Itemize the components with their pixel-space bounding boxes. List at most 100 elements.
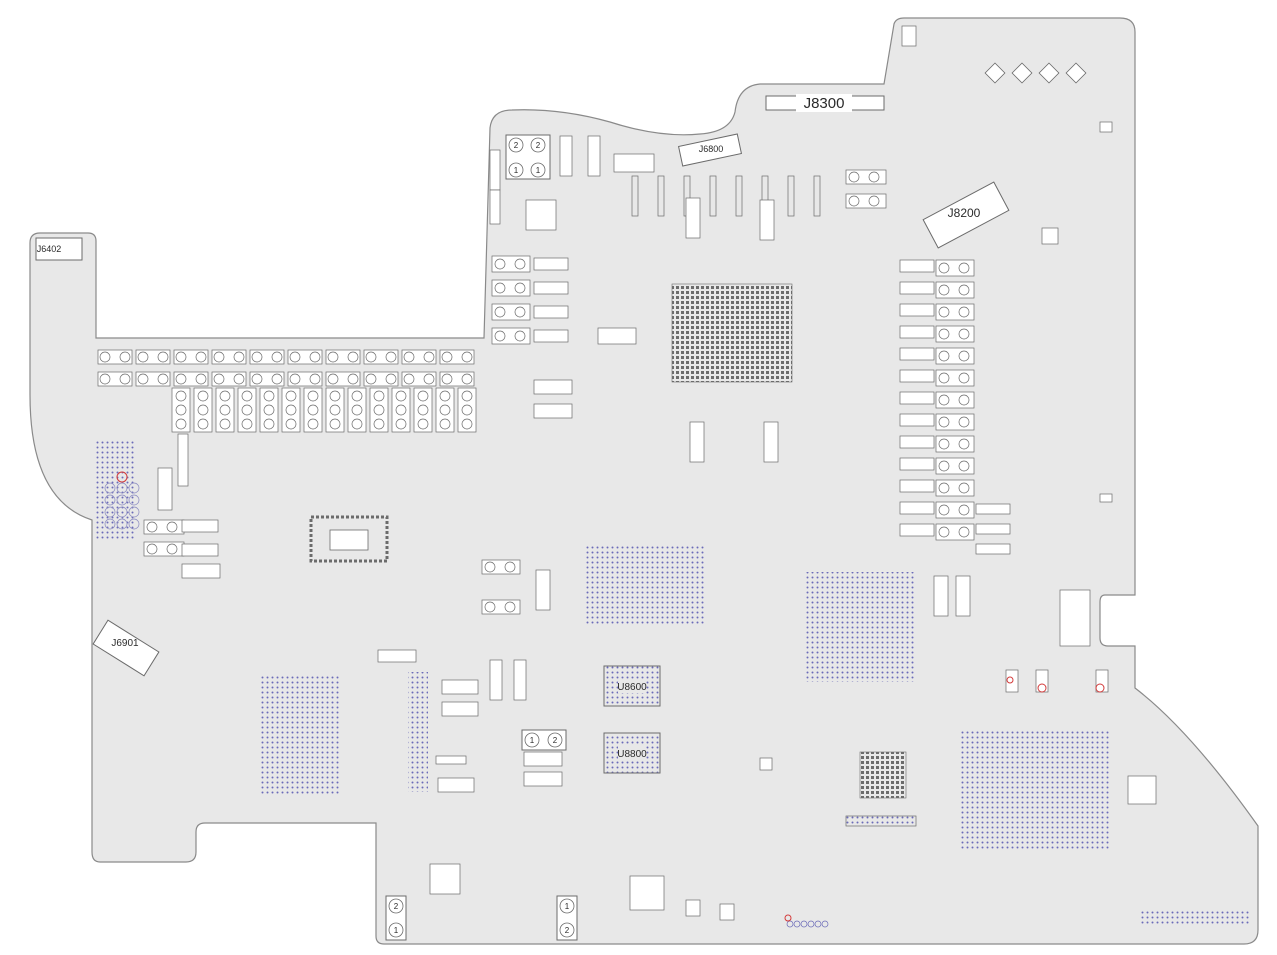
footprint-pad (938, 482, 950, 494)
footprint-pad (848, 195, 860, 207)
footprint-pad (938, 460, 950, 472)
footprint-pad (439, 404, 451, 416)
footprint-pad (385, 351, 397, 363)
footprint-pad (119, 351, 131, 363)
footprint-pad (938, 438, 950, 450)
connector-j8200-label: J8200 (948, 206, 981, 220)
footprint-pad (241, 418, 253, 430)
footprint-pad (251, 351, 263, 363)
footprint (759, 199, 775, 241)
footprint-pad (958, 394, 970, 406)
pin-connector-top (505, 134, 551, 180)
footprint-pad (175, 373, 187, 385)
footprint-pad (395, 418, 407, 430)
footprint-pad (104, 518, 116, 530)
footprint-pad (263, 390, 275, 402)
footprint (787, 175, 795, 217)
footprint-pad (395, 404, 407, 416)
footprint-pad (514, 306, 526, 318)
chip-u8800-label: U8800 (617, 749, 647, 760)
footprint-pad (146, 543, 158, 555)
footprint-pad (504, 561, 516, 573)
footprint (249, 371, 285, 387)
footprint (1099, 121, 1113, 133)
footprint-pad (137, 373, 149, 385)
footprint (899, 325, 935, 339)
pin-connector-bottom-mid (556, 895, 578, 941)
footprint-pad (104, 482, 116, 494)
footprint-pad (233, 373, 245, 385)
footprint (260, 676, 340, 796)
footprint-pad (241, 390, 253, 402)
footprint (215, 387, 235, 433)
footprint (935, 347, 975, 365)
footprint-pad (786, 920, 794, 928)
footprint-pad (175, 418, 187, 430)
footprint (1041, 227, 1059, 245)
footprint (249, 349, 285, 365)
chip-u8600-label-bg (618, 679, 646, 693)
footprint (899, 369, 935, 383)
footprint-pad (417, 390, 429, 402)
footprint-pad (251, 373, 263, 385)
footprint-pad (307, 418, 319, 430)
footprint (806, 572, 916, 682)
footprint-pad (351, 404, 363, 416)
footprint (489, 189, 501, 225)
footprint (135, 349, 171, 365)
footprint-pad (958, 350, 970, 362)
footprint (935, 523, 975, 541)
footprint-pad (146, 521, 158, 533)
connector-j6901-label: J6901 (111, 638, 139, 649)
footprint-pad (958, 372, 970, 384)
footprint-pad (494, 306, 506, 318)
footprint (157, 467, 173, 511)
footprint (363, 371, 399, 387)
footprint-pad (365, 351, 377, 363)
chip-u8800-label-bg (618, 746, 646, 760)
footprint (97, 371, 133, 387)
footprint (135, 371, 171, 387)
footprint-pad (958, 504, 970, 516)
connector-j6901 (92, 619, 160, 677)
pin-label-1a: 1 (514, 166, 519, 175)
footprint-pad (403, 373, 415, 385)
footprint (899, 347, 935, 361)
pin-label-1d: 1 (394, 926, 399, 935)
pin-connector-mid (521, 729, 567, 751)
footprint-pad (271, 373, 283, 385)
footprint (1127, 775, 1157, 805)
footprint (181, 563, 221, 579)
footprint-pad (793, 920, 801, 928)
footprint (287, 371, 323, 387)
red-markers (116, 471, 1105, 922)
footprint-pad (484, 561, 496, 573)
footprint-pad (514, 258, 526, 270)
footprint (377, 649, 417, 663)
footprint (935, 501, 975, 519)
footprint-pad (494, 282, 506, 294)
connector-j8300-label-bg (796, 94, 852, 112)
footprint-pad (104, 494, 116, 506)
footprint-pad (868, 195, 880, 207)
footprint (281, 387, 301, 433)
footprint (719, 903, 735, 921)
footprint-pad (938, 504, 950, 516)
footprint (899, 457, 935, 471)
footprint (629, 875, 665, 911)
pin-label-2d: 2 (394, 902, 399, 911)
footprint-pad (285, 404, 297, 416)
footprint-pad (938, 350, 950, 362)
footprint (899, 391, 935, 405)
footprint (899, 523, 935, 537)
footprint (535, 569, 551, 611)
connector-j6402 (35, 237, 83, 261)
footprint (899, 479, 935, 493)
footprint-pad (938, 262, 950, 274)
footprint (685, 899, 701, 917)
pin-label-1c: 1 (530, 736, 535, 745)
footprint-pad (938, 526, 950, 538)
footprint (181, 543, 219, 557)
footprint-pad (271, 351, 283, 363)
